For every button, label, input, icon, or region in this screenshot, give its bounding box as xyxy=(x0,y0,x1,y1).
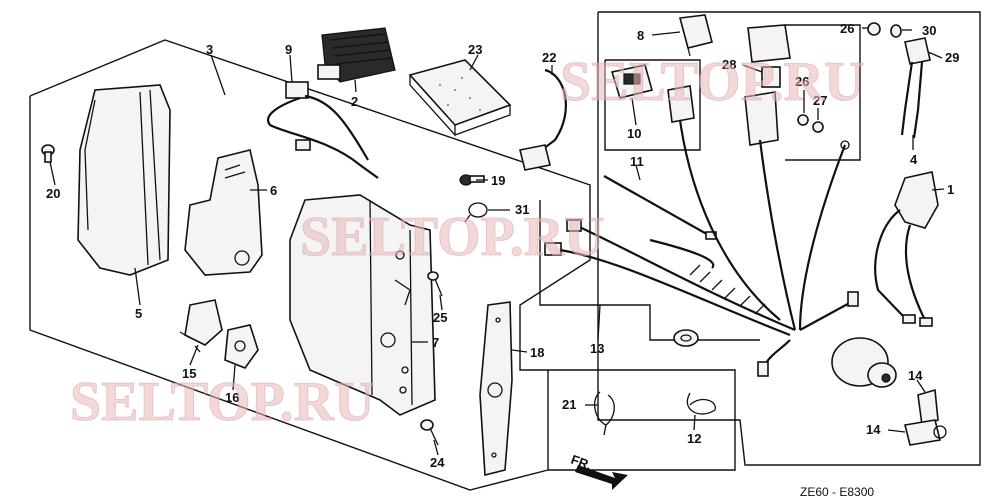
connector-10b xyxy=(667,85,695,123)
watermark-layer: SELTOP.RU SELTOP.RU SELTOP.RU xyxy=(70,51,866,434)
callout-2: 2 xyxy=(351,94,358,109)
watermark-bottom: SELTOP.RU xyxy=(70,371,375,433)
relay-8 xyxy=(678,14,713,57)
watermark-top: SELTOP.RU xyxy=(560,51,865,113)
callout-27: 27 xyxy=(813,93,827,108)
callout-24: 24 xyxy=(430,455,445,470)
cable-tie-22 xyxy=(519,68,567,171)
callout-1: 1 xyxy=(947,182,954,197)
callout-23: 23 xyxy=(468,42,482,57)
screw-20 xyxy=(41,144,55,163)
regulator-rectifier xyxy=(317,27,396,83)
callout-30: 30 xyxy=(922,23,936,38)
callout-26-top: 26 xyxy=(840,21,854,36)
callout-7: 7 xyxy=(432,335,439,350)
callout-29: 29 xyxy=(945,50,959,65)
plate-18 xyxy=(479,301,513,477)
switch-assembly-1 xyxy=(874,171,939,327)
callout-4: 4 xyxy=(910,152,918,167)
callout-15: 15 xyxy=(182,366,196,381)
screw-24 xyxy=(420,419,439,446)
screw-19 xyxy=(459,174,485,186)
watermark-middle: SELTOP.RU xyxy=(300,206,605,268)
terminal-14-b xyxy=(904,419,947,446)
bracket-6 xyxy=(184,149,263,276)
nut-26 xyxy=(797,114,809,126)
solenoid xyxy=(831,337,897,388)
switch-16 xyxy=(224,324,259,369)
callout-19: 19 xyxy=(491,173,505,188)
callout-6: 6 xyxy=(270,183,277,198)
clamp-12 xyxy=(686,392,716,415)
terminal-14-a xyxy=(917,388,939,427)
cable-11 xyxy=(603,175,717,240)
callout-28: 28 xyxy=(722,57,736,72)
callout-31: 31 xyxy=(515,202,529,217)
frame-inner-relay xyxy=(604,59,701,151)
callout-5: 5 xyxy=(135,306,142,321)
callout-18: 18 xyxy=(530,345,544,360)
fuse-holder xyxy=(747,24,791,63)
callout-11: 11 xyxy=(630,154,644,169)
nut-26-top xyxy=(867,22,881,36)
switch-15 xyxy=(179,299,223,353)
washer-27 xyxy=(812,121,824,133)
washer-30 xyxy=(890,24,902,38)
callout-12: 12 xyxy=(687,431,701,446)
callout-20: 20 xyxy=(46,186,60,201)
sensor-29 xyxy=(900,37,931,139)
front-direction-arrow: FR. xyxy=(569,452,628,490)
callout-8: 8 xyxy=(637,28,644,43)
callout-9: 9 xyxy=(285,42,292,57)
callout-25: 25 xyxy=(433,310,447,325)
callout-14-a: 14 xyxy=(908,368,923,383)
callout-labels: 1 2 3 4 5 6 7 8 9 10 11 12 13 14 14 15 1… xyxy=(46,21,959,470)
callout-26: 26 xyxy=(795,74,809,89)
clip-31 xyxy=(464,202,488,223)
frame-left-group xyxy=(29,39,591,491)
front-direction-label: FR. xyxy=(569,452,594,473)
callout-22: 22 xyxy=(542,50,556,65)
clip-21 xyxy=(593,391,615,436)
callout-13: 13 xyxy=(590,341,604,356)
callout-16: 16 xyxy=(225,390,239,405)
grommet xyxy=(673,329,699,347)
fuse-connector xyxy=(744,91,779,146)
callout-14-b: 14 xyxy=(866,422,881,437)
relay-socket-10 xyxy=(610,64,653,99)
figure-code: ZE60 - E8300 xyxy=(800,485,874,499)
frame-bottom-box xyxy=(548,369,736,471)
sub-harness-9 xyxy=(267,81,379,179)
callout-21: 21 xyxy=(562,397,576,412)
control-panel xyxy=(289,194,436,416)
callout-10: 10 xyxy=(627,126,641,141)
screw-25 xyxy=(427,271,443,297)
callout-3: 3 xyxy=(206,42,213,57)
main-wire-harness xyxy=(544,119,859,377)
foam-pad-23 xyxy=(408,59,512,137)
control-box-cover xyxy=(77,84,171,276)
frame-inner-fuse xyxy=(785,24,861,161)
fuse-28 xyxy=(761,66,781,88)
leader-lines xyxy=(49,27,945,456)
frame-right-group xyxy=(597,11,981,466)
